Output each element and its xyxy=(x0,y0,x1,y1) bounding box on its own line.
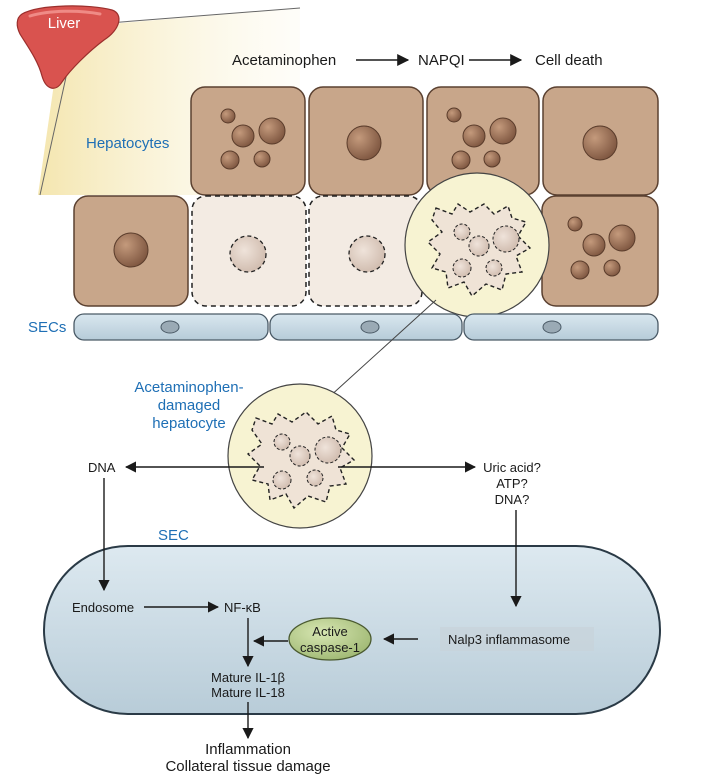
damaged-nucleus-icon xyxy=(485,259,503,277)
mature-label-2: Mature IL-18 xyxy=(211,685,285,700)
hepatocyte-row-top xyxy=(190,86,659,196)
caspase-label-1: Active xyxy=(312,624,347,639)
damaged-nucleus-icon xyxy=(452,258,472,278)
zoom-nucleus-icon xyxy=(314,436,342,464)
uric-label-2: ATP? xyxy=(496,476,528,491)
endosome-label: Endosome xyxy=(72,600,134,615)
damaged-label-line-1: Acetaminophen- xyxy=(134,379,243,396)
damaged-label-line-2: damaged xyxy=(158,397,221,414)
sec-nucleus-icon xyxy=(542,320,562,334)
nucleus-icon xyxy=(451,150,471,170)
outcome-label-1: Inflammation xyxy=(205,741,291,758)
damaged-nucleus-icon xyxy=(468,235,490,257)
liver-label: Liver xyxy=(48,15,81,32)
damaged-nucleus-icon xyxy=(453,223,471,241)
zoom-nucleus-icon xyxy=(273,433,291,451)
nucleus-icon xyxy=(258,117,286,145)
nucleus-icon xyxy=(582,125,618,161)
sec-row xyxy=(73,313,659,341)
dead-nucleus-icon xyxy=(229,235,267,273)
caspase-label-2: caspase-1 xyxy=(300,640,360,655)
nucleus-icon xyxy=(231,124,255,148)
zoomed-damaged-hepatocyte xyxy=(227,383,373,529)
nucleus-icon xyxy=(220,150,240,170)
damaged-label-line-3: hepatocyte xyxy=(152,415,225,432)
nfkb-label: NF-κB xyxy=(224,600,261,615)
nucleus-icon xyxy=(489,117,517,145)
nalp3-label: Nalp3 inflammasome xyxy=(448,632,570,647)
nucleus-icon xyxy=(446,107,462,123)
nucleus-icon xyxy=(582,233,606,257)
dead-nucleus-icon xyxy=(348,235,386,273)
secs-label: SECs xyxy=(28,319,66,336)
nucleus-icon xyxy=(608,224,636,252)
pathway-acetaminophen: Acetaminophen xyxy=(232,52,336,69)
uric-label-3: DNA? xyxy=(495,492,530,507)
nucleus-icon xyxy=(253,150,271,168)
hepatocyte-row-bottom xyxy=(73,195,659,307)
nucleus-icon xyxy=(483,150,501,168)
caspase-ellipse xyxy=(288,617,372,661)
zoom-nucleus-icon xyxy=(289,445,311,467)
outcome-label-2: Collateral tissue damage xyxy=(165,758,330,775)
nucleus-icon xyxy=(462,124,486,148)
pathway-cell-death: Cell death xyxy=(535,52,603,69)
nucleus-icon xyxy=(220,108,236,124)
nucleus-icon xyxy=(113,232,149,268)
zoom-nucleus-icon xyxy=(272,470,292,490)
sec-nucleus-icon xyxy=(160,320,180,334)
nucleus-icon xyxy=(567,216,583,232)
damaged-nucleus-icon xyxy=(492,225,520,253)
hepatocytes-label: Hepatocytes xyxy=(86,135,169,152)
nucleus-icon xyxy=(570,260,590,280)
nucleus-icon xyxy=(346,125,382,161)
damaged-hepatocyte-highlight xyxy=(404,172,550,318)
pathway-napqi: NAPQI xyxy=(418,52,465,69)
dna-label: DNA xyxy=(88,460,116,475)
nucleus-icon xyxy=(603,259,621,277)
nalp3-box xyxy=(440,627,594,651)
zoom-nucleus-icon xyxy=(306,469,324,487)
liver-icon xyxy=(16,5,120,89)
mature-label-1: Mature IL-1β xyxy=(211,670,285,685)
uric-label-1: Uric acid? xyxy=(483,460,541,475)
sec-nucleus-icon xyxy=(360,320,380,334)
liver-highlight xyxy=(28,9,102,18)
sec-label: SEC xyxy=(158,527,189,544)
zoom-connector-line xyxy=(327,299,437,399)
liver-zoom-line-bottom xyxy=(39,67,69,196)
